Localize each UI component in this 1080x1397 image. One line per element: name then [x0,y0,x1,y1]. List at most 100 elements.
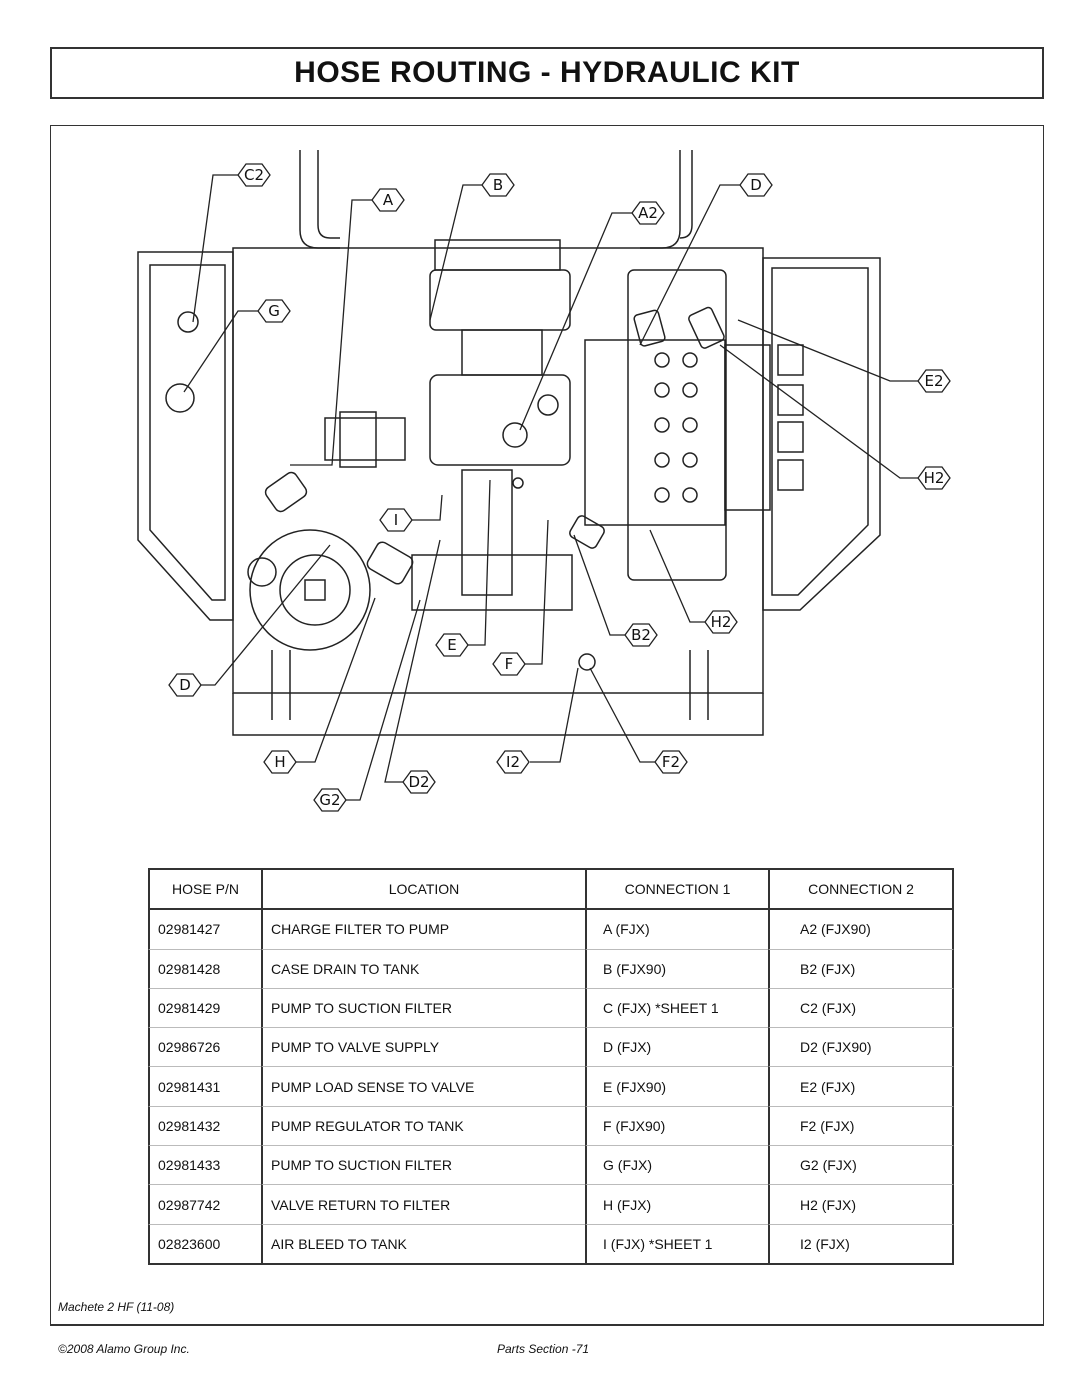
valve-slot-4 [777,459,804,491]
hose-location: PUMP LOAD SENSE TO VALVE [261,1067,585,1107]
callout-b: B [481,173,515,197]
pump-housing [429,374,571,466]
svg-text:E2: E2 [924,372,943,390]
filter-core [279,554,351,626]
bottom-skid [232,693,764,736]
hose-connection-1: B (FJX90) [585,949,768,989]
valve-port [654,382,670,398]
hose-connection-1: E (FJX90) [585,1067,768,1107]
table-row: 02823600 AIR BLEED TO TANK I (FJX) *SHEE… [148,1224,954,1265]
table-row: 02986726 PUMP TO VALVE SUPPLY D (FJX) D2… [148,1028,954,1068]
callout-h2-right: H2 [917,466,951,490]
hose-location: VALVE RETURN TO FILTER [261,1185,585,1225]
table-row: 02981432 PUMP REGULATOR TO TANK F (FJX90… [148,1106,954,1147]
machine-drawing [137,150,881,736]
svg-text:H2: H2 [924,469,945,487]
right-bracket-inner [771,267,869,596]
right-bracket [762,257,881,611]
callout-d-top: D [739,173,773,197]
table-row: 02981433 PUMP TO SUCTION FILTER G (FJX) … [148,1146,954,1186]
valve-port [682,352,698,368]
valve-slot-2 [777,384,804,416]
footer-copyright: ©2008 Alamo Group Inc. [58,1342,190,1356]
callout-f2: F2 [654,750,688,774]
pump-fitting-2 [537,394,559,416]
hose-connection-1: G (FJX) [585,1146,768,1186]
left-fitting-2 [165,383,195,413]
valve-cooler [724,344,771,511]
valve-elbow-left [633,309,666,347]
callout-g2: G2 [313,788,347,812]
svg-text:F: F [505,655,514,673]
pump-body [461,329,543,376]
hose-connection-1: F (FJX90) [585,1106,768,1147]
valve-port [682,487,698,503]
callout-a: A [371,188,405,212]
valve-port [654,417,670,433]
filter-plug [304,579,326,601]
filter-housing [249,529,371,651]
page-title: HOSE ROUTING - HYDRAULIC KIT [294,56,800,89]
hose-pn: 02981433 [148,1146,261,1186]
svg-text:B: B [493,176,503,194]
valve-port [682,382,698,398]
table-header-row: HOSE P/N LOCATION CONNECTION 1 CONNECTIO… [148,868,954,911]
diagram-frame [50,125,1044,1325]
hose-connection-2: A2 (FJX90) [768,910,954,950]
header-hose-pn: HOSE P/N [148,868,261,911]
svg-text:H: H [274,753,285,771]
callout-g: G [257,299,291,323]
hose-location: PUMP TO SUCTION FILTER [261,988,585,1029]
valve-slot-1 [777,344,804,376]
left-fitting [177,311,199,333]
skid-posts [271,650,709,720]
svg-text:D: D [750,176,762,194]
hose-connection-2: C2 (FJX) [768,988,954,1029]
hose-location: PUMP TO VALVE SUPPLY [261,1028,585,1068]
header-location: LOCATION [261,868,585,911]
right-fitting [569,515,605,549]
callout-f: F [492,652,526,676]
page-title-box: HOSE ROUTING - HYDRAULIC KIT [50,47,1044,99]
hose-connection-2: F2 (FJX) [768,1106,954,1147]
hose-connection-1: I (FJX) *SHEET 1 [585,1224,768,1265]
callout-e2: E2 [917,369,951,393]
hose-location: CASE DRAIN TO TANK [261,949,585,989]
callout-i2: I2 [496,750,530,774]
hose-connection-1: C (FJX) *SHEET 1 [585,988,768,1029]
callout-c2: C2 [237,163,271,187]
header-connection-1: CONNECTION 1 [585,868,768,911]
hose-location: AIR BLEED TO TANK [261,1224,585,1265]
callout-d2: D2 [402,770,436,794]
table-row: 02987742 VALVE RETURN TO FILTER H (FJX) … [148,1185,954,1225]
callout-h: H [263,750,297,774]
hose-pn: 02981428 [148,949,261,989]
table-row: 02981428 CASE DRAIN TO TANK B (FJX90) B2… [148,949,954,989]
hose-connection-2: B2 (FJX) [768,949,954,989]
hose-pn: 02981429 [148,988,261,1029]
hose-location: CHARGE FILTER TO PUMP [261,910,585,950]
svg-text:G2: G2 [319,791,340,809]
hose-connection-1: A (FJX) [585,910,768,950]
footer-page-number: Parts Section -71 [497,1342,590,1356]
lower-elbow [366,541,414,585]
valve-port [654,487,670,503]
svg-text:A: A [383,191,394,209]
valve-port [682,452,698,468]
valve-elbow-right [688,306,725,349]
drain-fitting [578,653,596,671]
hose-pn: 02987742 [148,1185,261,1225]
valve-slot-3 [777,421,804,453]
hydraulic-diagram: C2 A B D A2 G E2 H2 I H2 B2 E F D H I2 F… [137,150,951,812]
hose-connection-2: E2 (FJX) [768,1067,954,1107]
callout-e: E [435,633,469,657]
hose-pn: 02981431 [148,1067,261,1107]
callout-i: I [379,508,413,532]
pump-head [429,269,571,331]
valve-port [654,452,670,468]
svg-text:B2: B2 [631,626,651,644]
right-handle [640,150,693,249]
svg-text:G: G [268,302,280,320]
valve-bank [627,269,727,581]
pump-fitting [502,422,528,448]
